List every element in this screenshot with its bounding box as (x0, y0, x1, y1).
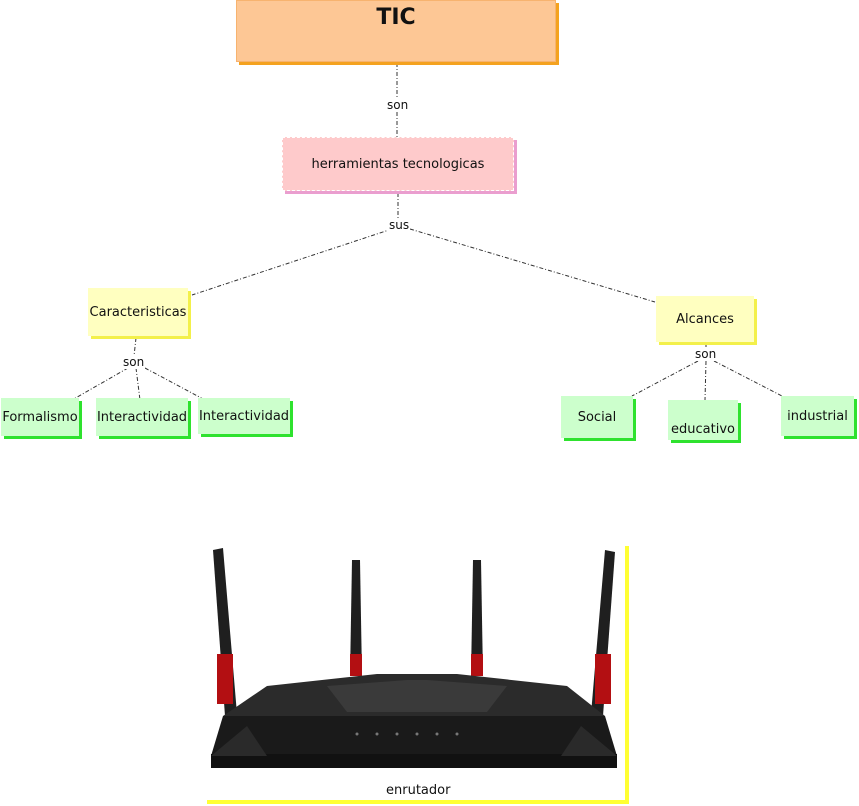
line-son-educativo (704, 360, 707, 401)
line-son-social (631, 360, 699, 397)
router-body-base (211, 754, 617, 768)
link-label-sus: sus (388, 218, 411, 232)
concept-label: Caracteristicas (89, 304, 187, 320)
router-image-frame[interactable] (207, 546, 629, 804)
antenna-mid-right (471, 560, 483, 676)
line-son-interact2 (144, 367, 206, 401)
antenna-far-left-accent (217, 654, 233, 704)
concept-node-interactividad-1[interactable]: Interactividad (96, 398, 188, 436)
antenna-mid-left (350, 560, 362, 676)
concept-label: industrial (787, 408, 848, 424)
line-son-formalismo (71, 367, 129, 401)
frame-border-bottom (207, 800, 629, 804)
title-label: TIC (376, 5, 416, 30)
concept-label: educativo (671, 422, 735, 437)
concept-label: Alcances (676, 311, 734, 327)
router-leds (355, 732, 459, 736)
line-sus-alcances (409, 228, 656, 303)
concept-label: Interactividad (198, 408, 290, 424)
concept-label: Social (577, 409, 617, 425)
concept-node-alcances[interactable]: Alcances (656, 296, 754, 342)
concept-node-formalismo[interactable]: Formalismo (1, 398, 79, 436)
line-caract-son (133, 337, 137, 357)
router-body-front (211, 716, 617, 756)
antenna-far-right-accent (595, 654, 611, 704)
concept-node-educativo[interactable]: educativo (668, 400, 738, 440)
link-label-son-3: son (694, 347, 718, 361)
concept-node-caracteristicas[interactable]: Caracteristicas (88, 288, 188, 336)
router-right-fin (561, 726, 617, 756)
antenna-mid-right-accent (471, 654, 483, 676)
concept-label: Formalismo (2, 409, 78, 425)
line-son-interact1 (135, 367, 141, 401)
title-node[interactable]: TIC (236, 0, 556, 62)
image-caption: enrutador (386, 783, 451, 798)
link-label-son-2: son (122, 355, 146, 369)
concept-label: Interactividad (96, 409, 188, 425)
concept-label: herramientas tecnologicas (311, 156, 485, 172)
router-body-ridge (327, 680, 507, 712)
antenna-mid-left-accent (350, 654, 362, 676)
concept-node-industrial[interactable]: industrial (781, 396, 854, 436)
router-left-fin (211, 726, 267, 756)
concept-node-interactividad-2[interactable]: Interactividad (198, 398, 290, 434)
link-label-son-1: son (386, 98, 410, 112)
concept-node-herramientas[interactable]: herramientas tecnologicas (282, 137, 514, 191)
line-sus-caract (191, 228, 393, 296)
line-son-industrial (713, 360, 783, 397)
concept-node-social[interactable]: Social (561, 396, 633, 438)
router-image (211, 548, 617, 768)
frame-border-right (625, 546, 629, 804)
